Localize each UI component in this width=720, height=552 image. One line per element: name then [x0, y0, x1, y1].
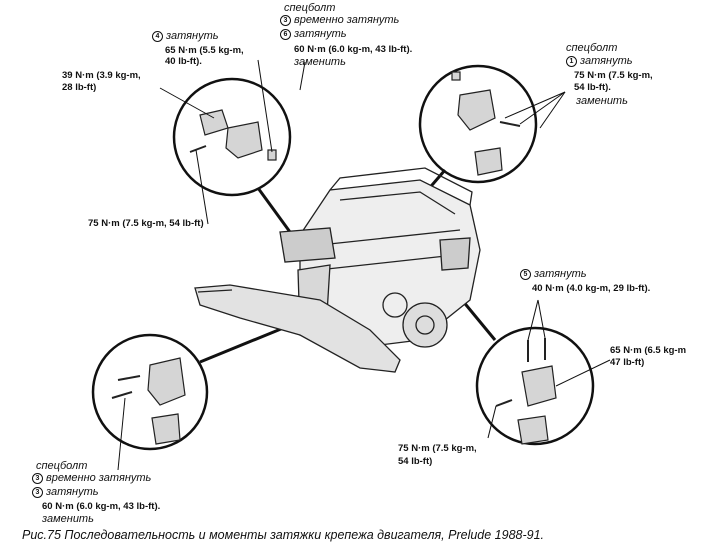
step-number-badge: 1: [566, 55, 577, 67]
top-right-special-bolt: спецболт: [566, 42, 618, 54]
top-left-torque-c: 75 N·m (7.5 kg-m, 54 lb-ft): [88, 218, 204, 229]
top-right-torque-line1: 75 N·m (7.5 kg-m,: [574, 70, 653, 81]
step-instruction: затянуть: [534, 268, 587, 280]
leader-top-left: [256, 187, 292, 233]
step-number-badge: 6: [280, 28, 291, 40]
detail-circle-top-left: [172, 77, 292, 197]
bottom-left-special-bolt: спецболт: [36, 460, 88, 472]
bottom-right-mount-parts: [495, 338, 557, 445]
front-subframe: [194, 284, 401, 373]
bottom-left-replace: заменить: [42, 513, 94, 525]
top-left-torque-a-line2: 40 lb-ft).: [165, 56, 202, 67]
right-torque-a: 40 N·m (4.0 kg-m, 29 lb-ft).: [532, 283, 651, 294]
figure-caption: Рис.75 Последовательность и моменты затя…: [22, 528, 545, 542]
right-torque-b-line2: 47 lb-ft): [610, 357, 645, 368]
callout-lines: [117, 59, 611, 471]
step-instruction: затянуть: [580, 55, 633, 67]
step-instruction: затянуть: [46, 486, 99, 498]
detail-circle-bottom-right: [475, 326, 595, 446]
top-left-torque-b-line2: 28 lb-ft): [62, 82, 97, 93]
step-number-badge: 3: [32, 472, 43, 484]
top-center-special-bolt: спецболт: [284, 2, 336, 14]
bottom-left-torque: 60 N·m (6.0 kg-m, 43 lb-ft).: [42, 501, 161, 512]
step-number-badge: 4: [152, 30, 163, 42]
top-left-mount-parts: [189, 109, 277, 161]
top-center-replace: заменить: [294, 56, 346, 68]
top-right-mount-parts: [451, 71, 521, 176]
top-right-torque-line2: 54 lb-ft).: [574, 82, 611, 93]
top-center-torque: 60 N·m (6.0 kg-m, 43 lb-ft).: [294, 44, 413, 55]
detail-circle-top-right: [418, 64, 538, 184]
right-torque-b-line1: 65 N·m (6.5 kg-m: [610, 345, 687, 356]
leader-bottom-right: [460, 299, 497, 341]
step-number-badge: 3: [32, 486, 43, 498]
bottom-left-mount-parts: [111, 357, 186, 445]
right-torque-c-line1: 75 N·m (7.5 kg-m,: [398, 443, 477, 454]
top-left-torque-a-line1: 65 N·m (5.5 kg-m,: [165, 45, 244, 56]
step-instruction: затянуть: [166, 30, 219, 42]
top-right-replace: заменить: [576, 95, 628, 107]
step-number-badge: 5: [520, 268, 531, 280]
step-instruction: временно затянуть: [294, 14, 400, 26]
right-torque-c-line2: 54 lb-ft): [398, 456, 433, 467]
top-left-torque-b-line1: 39 N·m (3.9 kg-m,: [62, 70, 141, 81]
step-instruction: временно затянуть: [46, 472, 152, 484]
step-instruction: затянуть: [294, 28, 347, 40]
step-number-badge: 3: [280, 14, 291, 26]
detail-circle-bottom-left: [91, 333, 209, 451]
